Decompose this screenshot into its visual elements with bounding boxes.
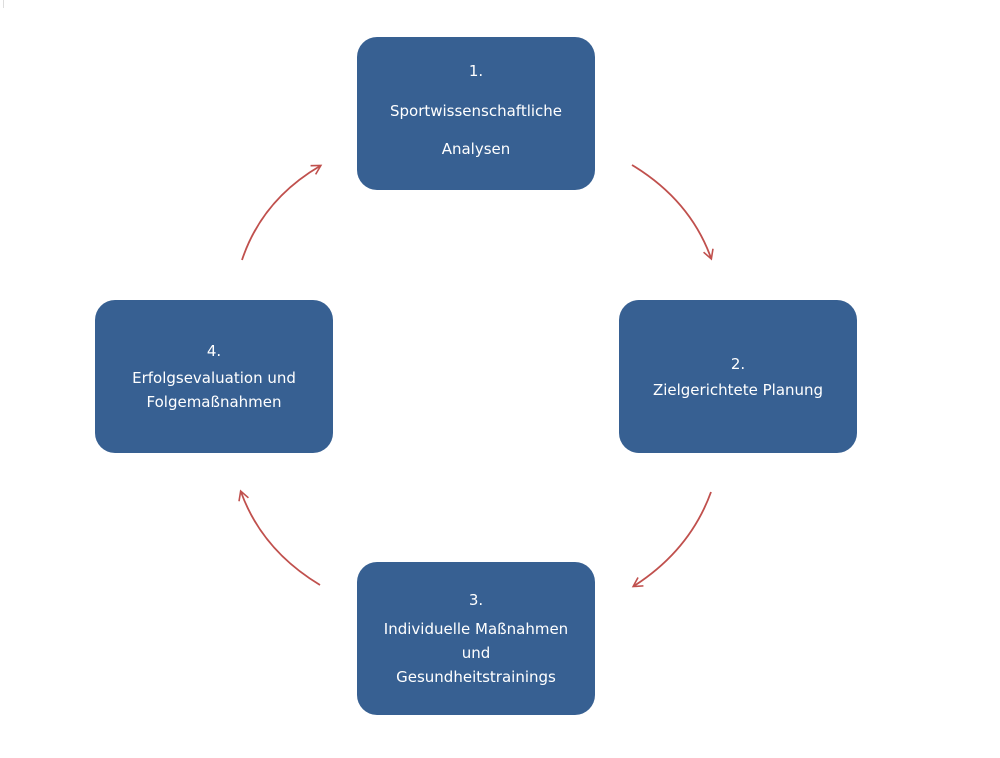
step-number: 4. (206, 341, 222, 360)
step-label: Individuelle Maßnahmen und Gesundheitstr… (383, 619, 569, 686)
step-box-3: 3. Individuelle Maßnahmen und Gesundheit… (357, 562, 595, 715)
arrow-step2-to-step3 (631, 491, 712, 588)
arrow-step4-to-step1 (241, 164, 323, 261)
step-box-2: 2. Zielgerichtete Planung (619, 300, 857, 453)
step-box-4: 4. Erfolgsevaluation und Folgemaßnahmen (95, 300, 333, 453)
arrow-step1-to-step2 (631, 164, 714, 261)
step-label: Erfolgsevaluation und Folgemaßnahmen (132, 368, 296, 411)
step-box-1: 1. Sportwissenschaftliche Analysen (357, 37, 595, 190)
step-number: 1. (468, 61, 484, 80)
arrow-step3-to-step4 (238, 489, 321, 586)
step-label: Sportwissenschaftliche Analysen (389, 101, 563, 158)
corner-mark (3, 0, 7, 8)
step-number: 2. (730, 354, 746, 373)
step-label: Zielgerichtete Planung (652, 380, 824, 399)
step-number: 3. (468, 590, 484, 609)
